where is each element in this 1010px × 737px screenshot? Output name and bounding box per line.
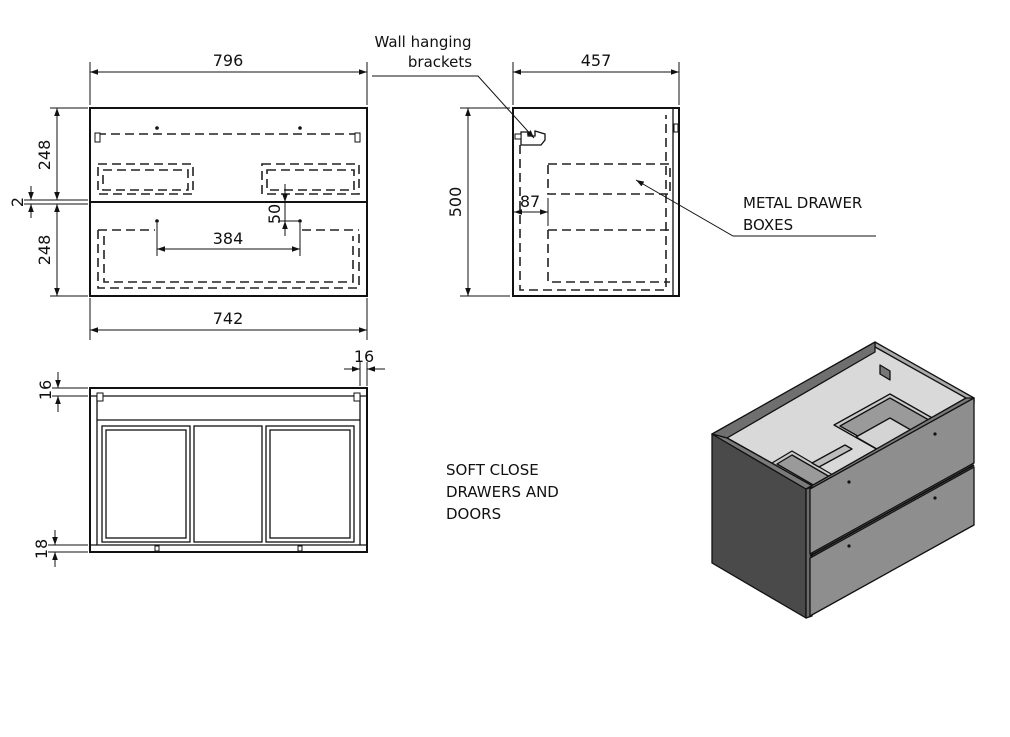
plan-view: 16 16 18 bbox=[32, 347, 385, 567]
drawer-boxes-note-line2: BOXES bbox=[743, 216, 793, 234]
soft-close-line3: DOORS bbox=[446, 505, 501, 523]
lower-drawer-box bbox=[97, 230, 360, 289]
handle-hole bbox=[155, 219, 159, 223]
handle-offset-label: 50 bbox=[265, 204, 284, 224]
upper-drawer-box-right-inner bbox=[266, 169, 355, 191]
fixing-dot bbox=[155, 126, 159, 130]
drawer-gap-label: 2 bbox=[8, 197, 27, 207]
upper-drawer-box-side bbox=[547, 163, 671, 195]
upper-drawer-box-left-inner bbox=[102, 169, 189, 191]
top-thickness-label: 16 bbox=[36, 380, 55, 400]
side-thickness-label: 16 bbox=[354, 347, 374, 366]
door-frame-left bbox=[101, 425, 191, 543]
upper-drawer-box-right bbox=[261, 163, 360, 195]
height-label: 500 bbox=[446, 187, 465, 218]
isometric-view bbox=[711, 341, 975, 619]
wall-bracket-icon bbox=[520, 130, 546, 146]
lower-drawer-box-inner bbox=[103, 236, 354, 283]
front-view: 384 50 796 742 248 248 2 bbox=[8, 51, 368, 340]
bracket-offset-label: 87 bbox=[520, 192, 540, 211]
side-outline bbox=[512, 107, 680, 297]
iso-top-drawer-front bbox=[809, 397, 975, 555]
door-frame-right bbox=[265, 425, 355, 543]
upper-drawer-box-left bbox=[97, 163, 194, 195]
soft-close-line1: SOFT CLOSE bbox=[446, 461, 539, 479]
bottom-drawer-height-label: 248 bbox=[35, 235, 54, 266]
fixing-dot bbox=[298, 126, 302, 130]
top-drawer-height-label: 248 bbox=[35, 140, 54, 171]
handle-spacing-label: 384 bbox=[213, 229, 244, 248]
soft-close-note: SOFT CLOSE DRAWERS AND DOORS bbox=[446, 461, 559, 523]
side-view: 457 500 87 Wall hanging brackets METAL D… bbox=[372, 33, 876, 297]
overall-width-label: 796 bbox=[213, 51, 244, 70]
lower-drawer-box-side bbox=[547, 229, 670, 283]
plan-outline bbox=[89, 387, 368, 553]
bracket-right-icon bbox=[354, 132, 361, 143]
iso-bracket-icon bbox=[879, 364, 891, 381]
brackets-note-line1: Wall hanging bbox=[374, 33, 471, 51]
drawer-boxes-note-line1: METAL DRAWER bbox=[743, 194, 862, 212]
base-thickness-label: 18 bbox=[32, 539, 51, 559]
brackets-leader bbox=[372, 75, 535, 139]
depth-label: 457 bbox=[581, 51, 612, 70]
brackets-note-line2: brackets bbox=[408, 53, 472, 71]
bracket-left-icon bbox=[94, 132, 101, 143]
hidden-carcass-line bbox=[519, 115, 667, 291]
drawer-boxes-leader bbox=[635, 179, 876, 237]
soft-close-line2: DRAWERS AND bbox=[446, 483, 559, 501]
inner-width-label: 742 bbox=[213, 309, 244, 328]
iso-bottom-drawer-front bbox=[809, 466, 975, 617]
door-frame-middle bbox=[193, 425, 263, 543]
